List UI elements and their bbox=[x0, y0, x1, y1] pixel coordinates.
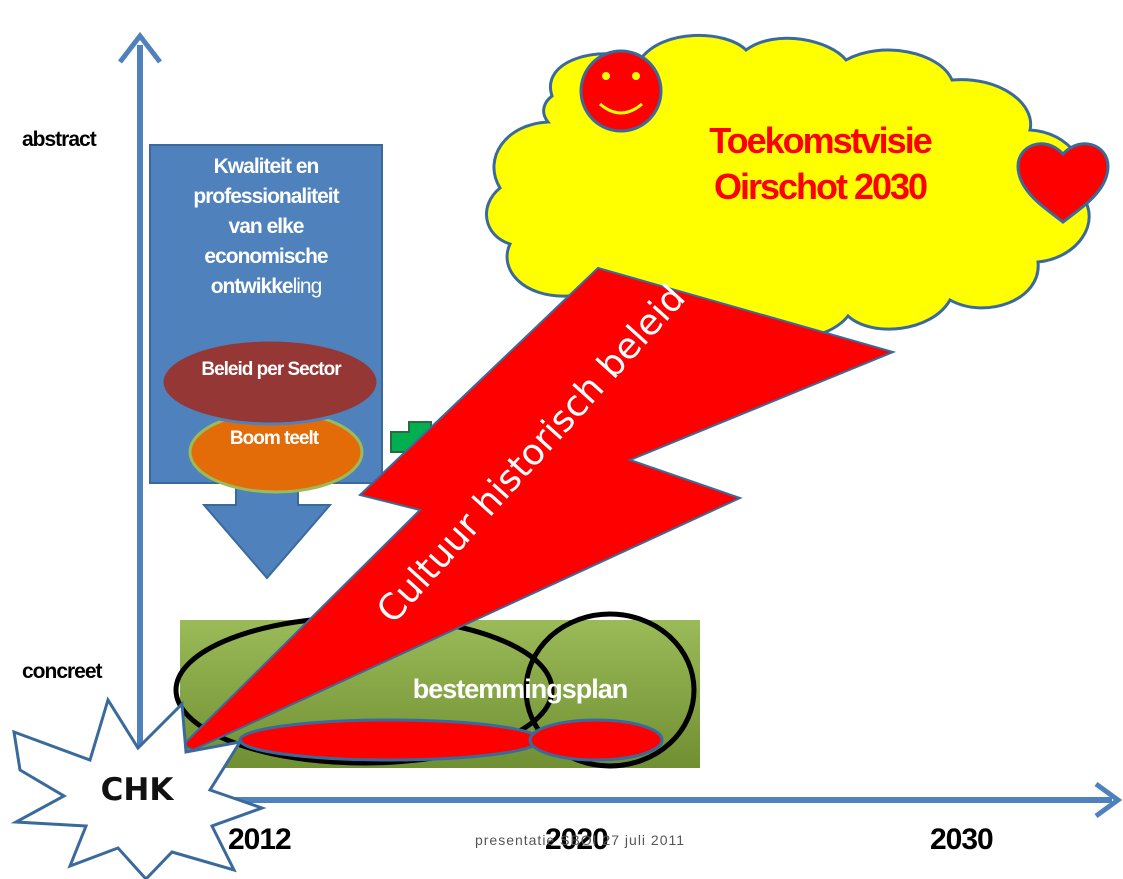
boom-teelt-label: Boom teelt bbox=[229, 428, 319, 449]
beleid-label: Beleid per Sector bbox=[201, 359, 341, 380]
policy-line-4: economische bbox=[204, 245, 328, 268]
policy-line-2: professionaliteit bbox=[193, 185, 339, 208]
policy-box-text: Kwaliteit en professionaliteit van elke … bbox=[152, 152, 380, 302]
smiley-icon bbox=[579, 49, 663, 133]
policy-line-5-normal: ling bbox=[292, 275, 323, 298]
vision-line-1: Toekomstvisie bbox=[709, 120, 932, 161]
ellipse-beleid-per-sector bbox=[160, 338, 380, 426]
policy-line-1: Kwaliteit en bbox=[213, 155, 320, 178]
footer-text: presentatie SBOI 27 juli 2011 bbox=[474, 832, 686, 848]
chk-label: CHK bbox=[100, 772, 174, 808]
policy-line-5: ontwikkeling bbox=[152, 272, 380, 302]
vision-line-2: Oirschot 2030 bbox=[713, 166, 928, 207]
x-axis bbox=[140, 781, 1123, 819]
bestemmingsplan-label: bestemmingsplan bbox=[412, 674, 629, 704]
lightning-bolt bbox=[181, 266, 897, 752]
vision-title: Toekomstvisie Oirschot 2030 bbox=[640, 118, 1000, 210]
down-arrow bbox=[201, 484, 333, 580]
y-axis-bottom-label: concreet bbox=[22, 660, 103, 683]
x-tick-2030: 2030 bbox=[930, 823, 994, 856]
heart-icon bbox=[1016, 142, 1110, 224]
x-tick-2012: 2012 bbox=[228, 823, 292, 856]
x-tick-2020: 2020 bbox=[545, 823, 609, 856]
chk-star bbox=[10, 696, 267, 879]
y-axis bbox=[118, 31, 162, 800]
y-axis-top-label: abstract bbox=[22, 128, 97, 151]
policy-line-3: van elke bbox=[228, 215, 305, 238]
policy-line-5-bold: ontwikke bbox=[210, 275, 294, 298]
